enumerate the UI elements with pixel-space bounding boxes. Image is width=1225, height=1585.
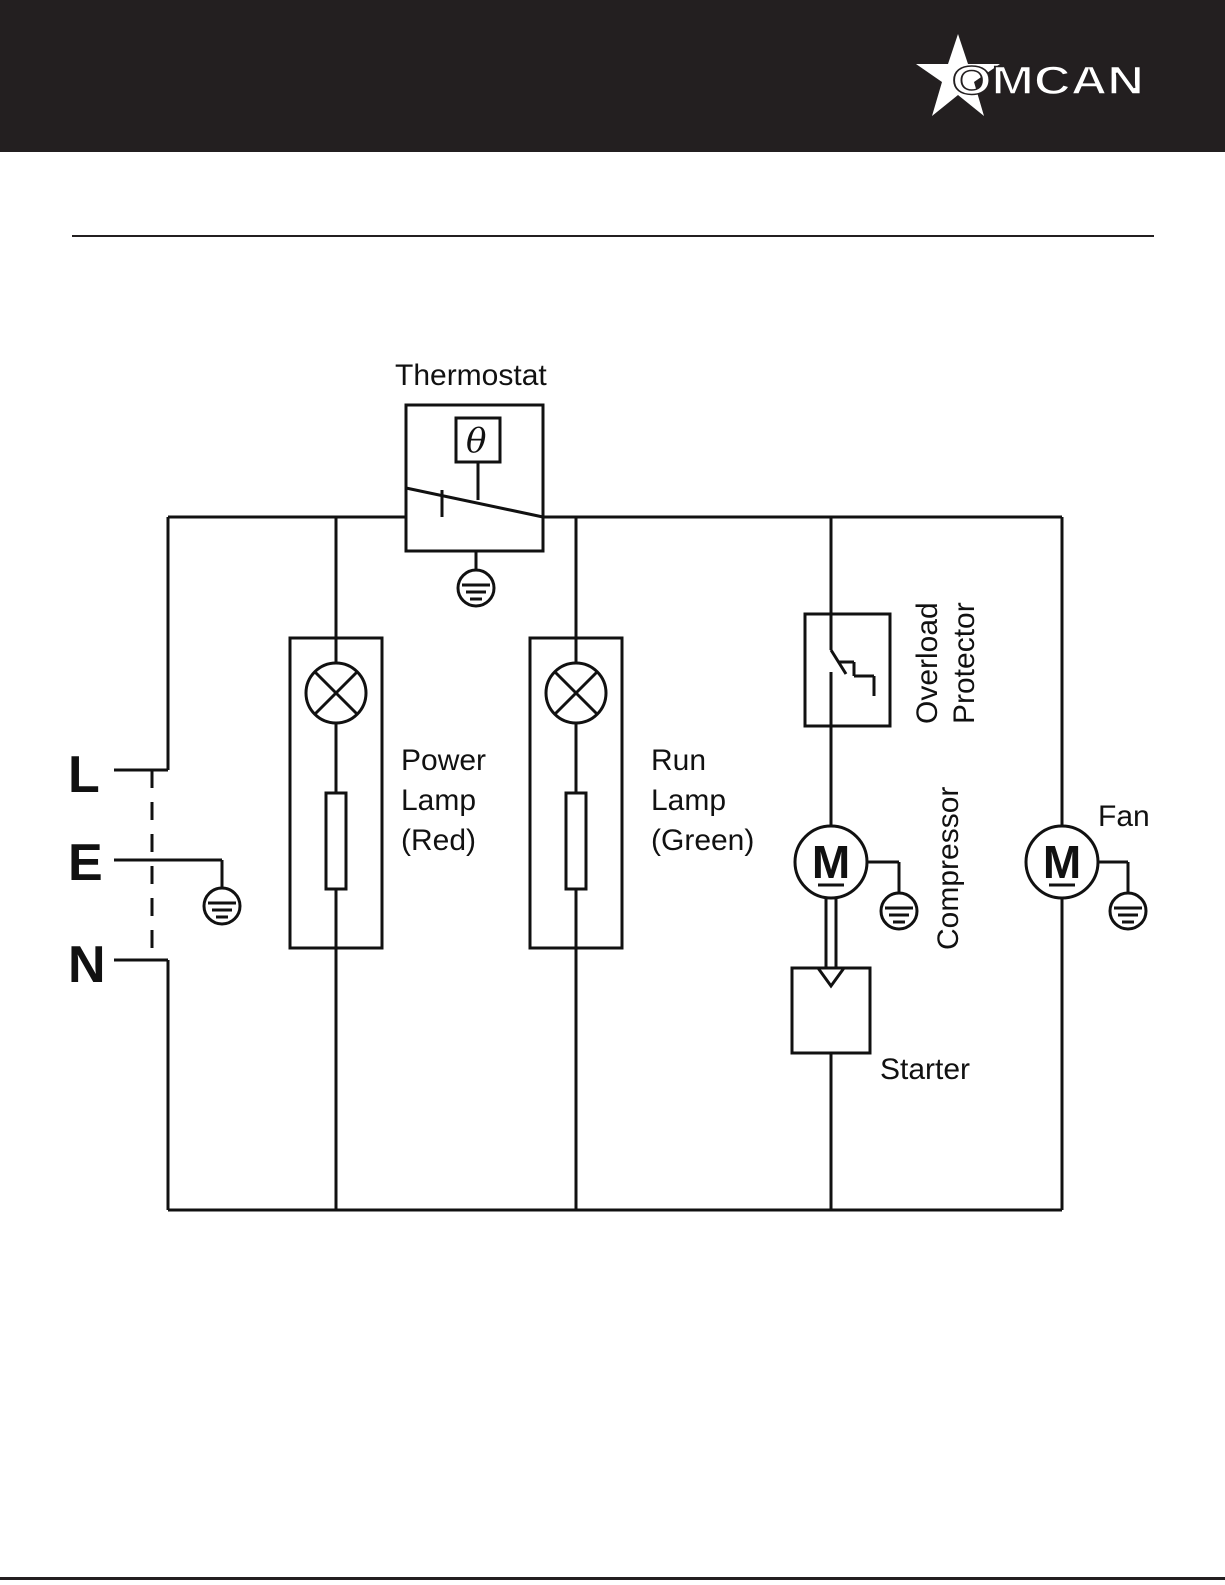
compressor-label: Compressor	[932, 787, 965, 950]
terminal-n-label: N	[68, 936, 106, 994]
ground-icon	[1110, 893, 1146, 929]
terminal-e-label: E	[68, 834, 103, 892]
power-lamp-label-3: (Red)	[401, 824, 476, 857]
run-lamp-branch	[530, 517, 622, 1210]
run-lamp-label-2: Lamp	[651, 784, 726, 817]
run-lamp-label-3: (Green)	[651, 824, 754, 857]
run-lamp-label-1: Run	[651, 744, 706, 777]
compressor-motor-symbol: M	[812, 836, 850, 888]
fan-motor-symbol: M	[1043, 836, 1081, 888]
overload-label-1: Overload	[911, 602, 944, 724]
starter	[792, 968, 870, 1053]
footer-rule	[0, 1577, 1225, 1580]
ground-icon	[881, 893, 917, 929]
starter-label: Starter	[880, 1053, 970, 1086]
power-lamp-label-1: Power	[401, 744, 486, 777]
ground-icon	[458, 570, 494, 606]
terminal-l-label: L	[68, 746, 100, 804]
overload-label-2: Protector	[948, 602, 981, 724]
ground-icon	[204, 888, 240, 924]
fan-label: Fan	[1098, 800, 1150, 833]
thermostat-sensor-symbol: θ	[466, 421, 486, 461]
overload-protector	[805, 614, 890, 726]
terminal-stubs	[114, 770, 222, 960]
compressor-starter-link	[826, 898, 836, 968]
thermostat-label: Thermostat	[395, 359, 547, 392]
power-lamp-label-2: Lamp	[401, 784, 476, 817]
power-lamp-branch	[290, 517, 382, 1210]
